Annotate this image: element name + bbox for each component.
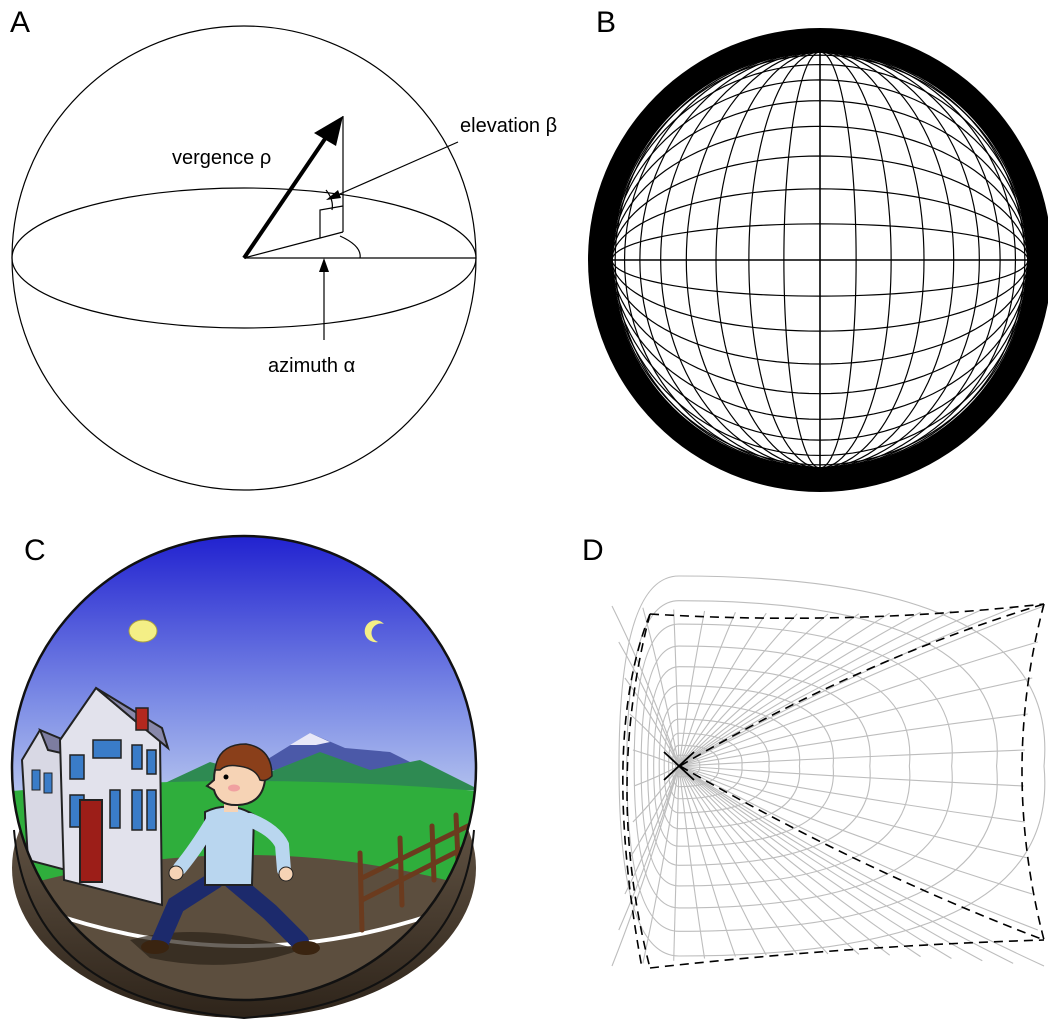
vergence-arrowhead [314, 116, 343, 146]
sun-icon [128, 619, 158, 643]
panel-c: C [10, 534, 478, 1020]
grid-parallel [611, 188, 1029, 261]
grid-radial-line [678, 641, 1038, 767]
warped-outline [622, 603, 1045, 969]
mountain-snow [290, 733, 330, 745]
grid-radial-line [678, 613, 798, 767]
grid-radial-line [632, 765, 680, 823]
grid-radial-line [624, 765, 680, 895]
grid-parallel [611, 54, 1029, 261]
elevation-pointer [332, 141, 459, 198]
grid-radial-line [618, 641, 680, 767]
grid-radial-line [678, 677, 1033, 767]
grid-radial-line [678, 765, 706, 959]
grid-radial-line [678, 610, 952, 767]
panel-letter-c: C [24, 534, 46, 567]
grid-ring [671, 744, 720, 788]
grid-radial-line [678, 765, 1014, 964]
grid-parallel [611, 125, 1029, 261]
grid-ring [658, 702, 801, 830]
grid-parallel [611, 100, 1029, 261]
elevation-label: elevation β [460, 115, 557, 137]
grid-parallel [611, 259, 1029, 332]
azimuth-pointer-arrowhead [319, 258, 329, 272]
grid-radial-line [678, 765, 1033, 895]
grid-radial-line [678, 613, 860, 767]
walker-shadow [130, 932, 300, 965]
grid-ring [675, 754, 701, 778]
grid-radial-line [629, 765, 680, 859]
grid-radial-line [678, 765, 891, 956]
grid-ring [640, 645, 911, 887]
grid-ring [653, 685, 834, 847]
warped-grid [611, 575, 1046, 967]
grid-ring [663, 718, 770, 814]
grid-radial-line [678, 765, 829, 955]
grid-radial-line [678, 765, 767, 956]
panel-d: D [582, 534, 1046, 969]
grid-radial-line [673, 765, 680, 961]
grid-radial-line [678, 765, 1028, 859]
grid-parallel [611, 155, 1029, 261]
grid-radial-line [678, 612, 891, 767]
fence [357, 812, 473, 933]
grid-radial-line [678, 608, 983, 767]
grid-radial-line [642, 765, 680, 964]
grid-ring [626, 600, 998, 932]
grid-parallel [611, 63, 1029, 261]
grid-ring [668, 732, 743, 800]
grid-parallel [611, 259, 1029, 365]
grid-radial-line [678, 713, 1028, 767]
fisheye-outline [10, 534, 478, 1002]
grid-radial-line [678, 765, 736, 957]
right-angle-marker [319, 205, 344, 238]
azimuth-arc [339, 235, 361, 259]
grid-ring [647, 666, 871, 866]
grid-ring [633, 623, 953, 909]
bowl-edge [13, 829, 475, 1020]
elevation-pointer-arrowhead [326, 190, 341, 200]
grid-parallel [611, 259, 1029, 457]
house-front [58, 686, 170, 907]
vergence-label: vergence ρ [172, 147, 271, 169]
vergence-vector [242, 128, 333, 260]
spherical-grid [611, 51, 1029, 469]
grid-radial-line [678, 765, 1025, 787]
panel-letter-b: B [596, 6, 616, 39]
grid-ring [618, 575, 1046, 957]
grid-radial-line [611, 605, 680, 767]
panel-a: A vergence ρ elevation β azimuth α [10, 6, 557, 491]
grid-parallel [611, 223, 1029, 261]
grid-radial-line [678, 610, 706, 767]
grid-radial-line [678, 605, 1045, 767]
panel-b: B [588, 6, 1048, 492]
grid-parallel [611, 259, 1029, 466]
grid-radial-line [678, 765, 860, 955]
grid-parallel [611, 259, 1029, 395]
grid-parallel [611, 259, 1029, 441]
grid-radial-line [678, 749, 1026, 767]
panel-letter-d: D [582, 534, 604, 567]
grid-radial-line [678, 613, 829, 767]
grid-radial-line [678, 765, 1026, 823]
grid-radial-line [678, 765, 798, 955]
walker-figure [141, 743, 320, 955]
grid-radial-line [678, 765, 1045, 967]
moon-icon [364, 620, 384, 643]
grid-radial-line [618, 765, 680, 931]
azimuth-projection-line [243, 231, 344, 259]
grid-parallel [611, 259, 1029, 420]
azimuth-label: azimuth α [268, 355, 355, 377]
center-cross [663, 751, 695, 781]
panel-letter-a: A [10, 6, 30, 39]
grid-parallel [611, 259, 1029, 297]
grid-parallel [611, 79, 1029, 261]
elevation-arc [325, 189, 333, 211]
grid-radial-line [678, 765, 983, 962]
grid-radial-line [624, 677, 680, 767]
grid-radial-line [678, 611, 921, 767]
